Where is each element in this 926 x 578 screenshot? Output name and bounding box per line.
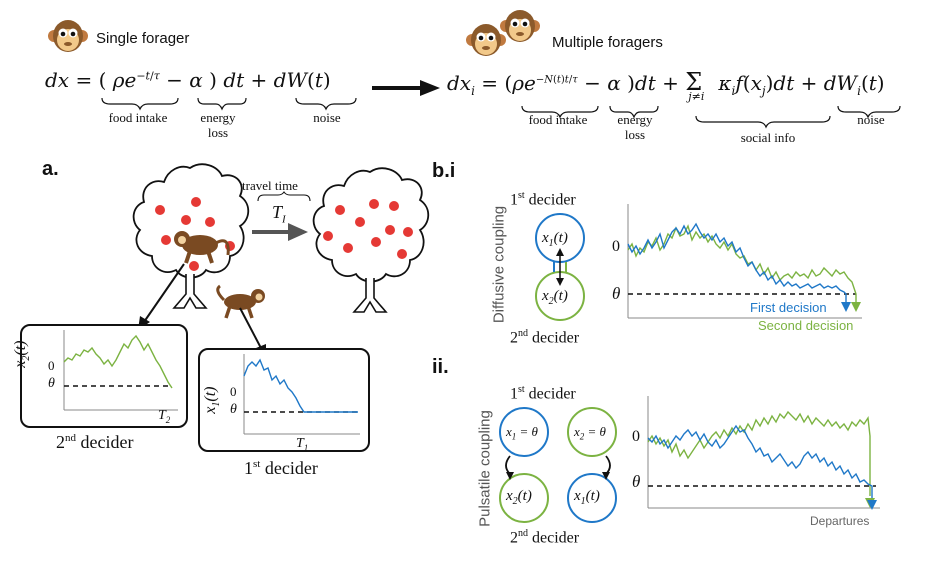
t1-tick-label: T1 [296, 436, 309, 453]
travel-time-symbol: TI [272, 202, 286, 226]
bi-first-decider-label: 1st decider [510, 190, 576, 209]
social-info-label: social info [740, 130, 796, 145]
bi-node-x2: x2(t) [542, 288, 568, 307]
first-decision-label: First decision [750, 300, 827, 315]
bi-zero-label: 0 [612, 238, 620, 255]
single-forager-title: Single forager [96, 30, 190, 47]
t2-tick-label: T2 [158, 408, 171, 425]
monkey-face-icon [48, 20, 88, 52]
pulsatile-coupling-traces [647, 396, 880, 510]
bii-node-x2: x2(t) [506, 488, 532, 507]
monkey-face-icon [500, 10, 540, 42]
panel-bii-label: ii. [432, 356, 449, 378]
panel-bi-label: b.i [432, 160, 456, 182]
energy-loss-label-multi: energy loss [617, 112, 653, 142]
bii-theta-label: θ [632, 472, 641, 491]
x2-axis-label: x2(t) [11, 340, 33, 368]
first-decider-plot-box [198, 348, 370, 452]
tree-right [312, 167, 430, 313]
bi-theta-label: θ [612, 284, 621, 303]
single-forager-equation: dx = ( ρe−t/τ − α ) dt + dW(t) [45, 68, 331, 92]
tree-left [132, 163, 250, 309]
bii-first-decider-label: 1st decider [510, 384, 576, 403]
diffusive-coupling-label: Diffusive coupling [490, 205, 508, 324]
first-decider-caption: 1st decider [244, 458, 318, 478]
x1-axis-label: x1(t) [201, 386, 223, 414]
right-zero-label: 0 [230, 384, 237, 399]
travel-time-overbrace [257, 191, 311, 202]
travel-time-label: travel time [242, 178, 298, 193]
multiple-foragers-title: Multiple foragers [552, 34, 663, 51]
monkey-icon [174, 231, 230, 264]
bi-node-x1: x1(t) [542, 230, 568, 249]
energy-loss-label: energy loss [200, 110, 236, 140]
second-decider-plot-box [20, 324, 188, 428]
bi-second-decider-label: 2nd decider [510, 328, 580, 347]
bii-node-x2-theta: x2 = θ [574, 424, 606, 442]
left-theta-label: θ [48, 376, 55, 391]
single-equation-underbraces [101, 97, 357, 111]
travel-arrow-icon [252, 223, 308, 241]
diffusive-coupling-traces [627, 204, 862, 319]
departures-label: Departures [810, 514, 870, 528]
bii-node-x1: x1(t) [574, 488, 600, 507]
bii-second-decider-label: 2nd decider [510, 528, 580, 547]
bii-zero-label: 0 [632, 428, 640, 445]
monkey-face-icon [466, 24, 506, 56]
multiple-foragers-equation: dxi = (ρe−N(t)t/τ − α )dt + Σj≠iκif(xj)d… [447, 68, 885, 103]
second-decider-trace [63, 330, 178, 411]
noise-label-multi: noise [857, 112, 885, 127]
food-intake-label: food intake [108, 110, 168, 125]
right-theta-label: θ [230, 402, 237, 417]
pulsatile-coupling-nodes [499, 407, 617, 523]
food-intake-label-multi: food intake [528, 112, 588, 127]
diffusive-coupling-nodes [535, 213, 585, 321]
noise-label: noise [313, 110, 341, 125]
first-decider-trace [243, 354, 360, 435]
pulsatile-coupling-label: Pulsatile coupling [476, 410, 494, 527]
bii-node-x1-theta: x1 = θ [506, 424, 538, 442]
right-arrow-icon [372, 80, 440, 96]
panel-a-label: a. [42, 158, 59, 180]
walking-monkey-icon [216, 284, 265, 319]
left-zero-label: 0 [48, 358, 55, 373]
multiple-equation-underbraces [521, 105, 901, 129]
second-decider-caption: 2nd decider [56, 432, 134, 452]
second-decision-label: Second decision [758, 318, 854, 333]
